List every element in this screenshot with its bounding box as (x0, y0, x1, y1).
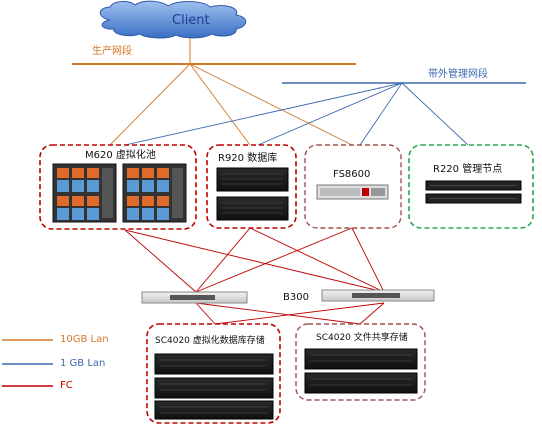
legend-fc-label: FC (60, 380, 73, 391)
fc-links (124, 227, 385, 325)
client-label: Client (172, 13, 210, 28)
sc4020-db-label: SC4020 虚拟化数据库存储 (155, 336, 265, 346)
fs8600-appliance (316, 184, 389, 200)
sc4020-file-label: SC4020 文件共享存储 (316, 333, 408, 343)
sc4020-db-enclosures (154, 353, 274, 420)
r220-servers (425, 180, 522, 204)
lan1g-links (124, 82, 469, 146)
management-network-label: 带外管理网段 (428, 69, 488, 80)
r220-label: R220 管理节点 (433, 164, 503, 175)
sc4020-file-enclosures (304, 348, 418, 394)
b300-switches (141, 289, 435, 304)
fs8600-label: FS8600 (333, 169, 371, 180)
r920-label: R920 数据库 (218, 153, 278, 164)
m620-label: M620 虚拟化池 (85, 150, 156, 161)
legend-10g-label: 10GB Lan (60, 334, 109, 345)
m620-blade-chassis (52, 163, 187, 223)
production-network-label: 生产网段 (92, 46, 132, 57)
lan10g-links (109, 63, 353, 146)
client-cloud (99, 0, 247, 39)
r920-servers (216, 167, 289, 221)
b300-label: B300 (283, 292, 309, 303)
legend-1g-label: 1 GB Lan (60, 358, 106, 369)
